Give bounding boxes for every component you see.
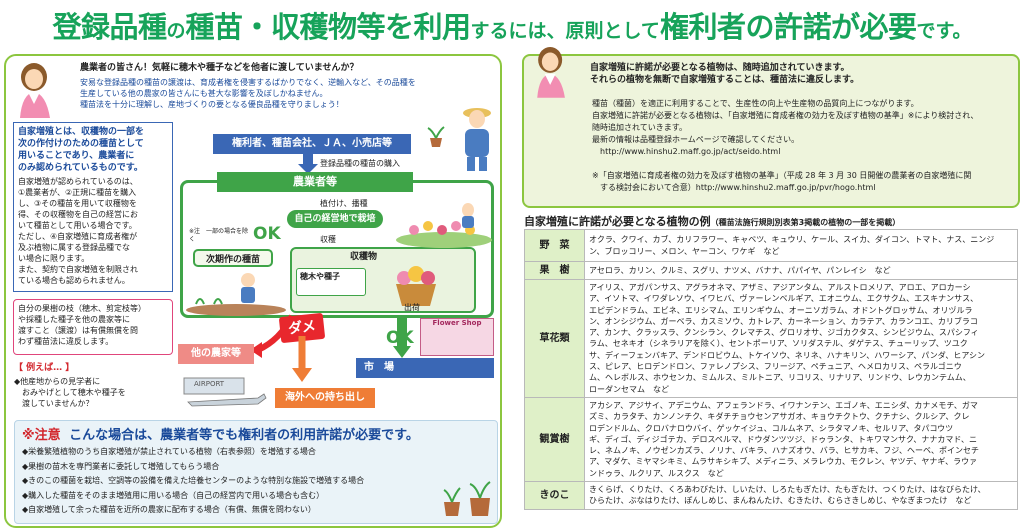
- purchase-label: 登録品種の種苗の購入: [320, 159, 400, 168]
- caution-box: [14, 420, 498, 524]
- seido-url[interactable]: http://www.hinshu2.maff.go.jp/act/seido.…: [592, 147, 781, 156]
- info-body: 種苗（種菌）を適正に利用することで、生産性の向上や生産物の品質向上につながります…: [592, 98, 1012, 158]
- farmer-illustration: [463, 108, 491, 171]
- woman-illustration: [20, 63, 50, 118]
- self-propagation-box: 自家増殖とは、収穫物の一部を 次の作付けのための種苗として 用いることであり、農…: [13, 122, 173, 292]
- category-cell: きのこ: [524, 481, 585, 510]
- page-title: 登録品種の種苗・収穫物等を利用するには、原則として権利者の許諾が必要です。: [52, 10, 972, 44]
- info-heading: 自家増殖に許諾が必要となる植物は、随時追加されていきます。 それらの植物を無断で…: [590, 63, 860, 85]
- caution-item: ◆自家増殖して余った種苗を近所の農家に配布する場合（有償、無償を問わない）: [22, 505, 316, 514]
- seller-box: 権利者、種苗会社、ＪＡ、小売店等: [213, 134, 411, 154]
- table-row: 観賞樹 アカシア、アジサイ、アデニウム、アフェランドラ、イワナンテン、エゴノキ、…: [524, 396, 1018, 483]
- example-heading: 【 例えば… 】: [14, 363, 75, 373]
- caution-list: ◆栄養繁殖植物のうち自家増殖が禁止されている植物（右表参照）を増殖する場合 ◆果…: [22, 445, 442, 518]
- next-seed-box: 次期作の種苗: [193, 249, 273, 267]
- info-footnote: ※「自家増殖に育成者権の効力を及ぼす植物の基準」（平成 28 年 3 月 30 …: [592, 170, 1012, 194]
- category-cell: 果 樹: [524, 261, 585, 280]
- plants-cell: アセロラ、カリン、クルミ、スグリ、ナツメ、バナナ、パパイヤ、パンレイシ など: [584, 261, 1018, 280]
- flower-shop-illustration: Flower Shop: [420, 318, 494, 356]
- flower-basket-icon: [396, 266, 436, 306]
- table-row: 草花類 アイリス、アガパンサス、アグラオネマ、アザミ、アジアンタム、アルストロメ…: [524, 279, 1018, 398]
- plants-cell: きくらげ、くりたけ、くろあわびたけ、しいたけ、しろたもぎたけ、たもぎたけ、つくり…: [584, 481, 1018, 510]
- category-cell: 野 菜: [524, 229, 585, 262]
- intro-heading: 農業者の皆さん！気軽に穂木や種子などを他者に渡していませんか？: [80, 63, 359, 73]
- ok-mark-1: OK: [253, 224, 281, 244]
- self-propagation-heading: 自家増殖とは、収穫物の一部を 次の作付けのための種苗として 用いることであり、農…: [18, 127, 145, 173]
- seedling-pots-icon: [443, 481, 491, 516]
- own-cultivation-box: 自己の経営地で栽培: [287, 210, 383, 228]
- plants-cell: オクラ、クワイ、カブ、カリフラワー、キャベツ、キュウリ、ケール、スイカ、ダイコン…: [584, 229, 1018, 262]
- example-text: ◆他産地からの見学者に おみやげとして穂木や種子を 渡していませんか？: [14, 377, 126, 408]
- caution-item: ◆購入した種苗をそのまま増殖用に用いる場合（自己の経営内で用いる場合も含む）: [22, 490, 325, 500]
- intro-text: 安易な登録品種の種苗の譲渡は、育成者権を侵害するばかりでなく、逆輸入など、その品…: [80, 78, 416, 109]
- caution-item: ◆きのこの種菌を栽培、空調等の設備を備えた培養センターのような特別な施設で増殖す…: [22, 476, 365, 485]
- category-cell: 草花類: [524, 279, 585, 398]
- arrow-down-icon: [298, 154, 318, 174]
- other-farmer-box: 他の農家等: [178, 344, 254, 364]
- table-row: きのこ きくらげ、くりたけ、くろあわびたけ、しいたけ、しろたもぎたけ、たもぎたけ…: [524, 481, 1018, 510]
- potted-seedling-icon: [427, 126, 445, 147]
- table-title: 自家増殖に許諾が必要となる植物の例（種苗法施行規則別表第3掲載の植物の一部を掲載…: [524, 215, 901, 228]
- hogo-url[interactable]: する検討会において合意）http://www.hinshu2.maff.go.j…: [592, 183, 876, 192]
- shipping-label: 出荷: [404, 303, 420, 312]
- harvest-box: [290, 247, 476, 313]
- plants-cell: アカシア、アジサイ、アデニウム、アフェランドラ、イワナンテン、エゴノキ、エニシダ…: [584, 396, 1018, 483]
- woman-illustration-right: [537, 47, 565, 98]
- plants-cell: アイリス、アガパンサス、アグラオネマ、アザミ、アジアンタム、アルストロメリア、ア…: [584, 279, 1018, 398]
- table-row: 果 樹 アセロラ、カリン、クルミ、スグリ、ナツメ、バナナ、パパイヤ、パンレイシ …: [524, 261, 1018, 280]
- harvest-label: 収穫: [320, 235, 336, 244]
- ok-mark-2: OK: [386, 328, 414, 348]
- plant-table: 野 菜 オクラ、クワイ、カブ、カリフラワー、キャベツ、キュウリ、ケール、スイカ、…: [524, 229, 1018, 510]
- category-cell: 観賞樹: [524, 396, 585, 483]
- flower-field-illustration: [396, 203, 492, 248]
- planting-label: 植付け、播種: [320, 199, 368, 208]
- caution-item: ◆栄養繁殖植物のうち自家増殖が禁止されている植物（右表参照）を増殖する場合: [22, 447, 316, 456]
- caution-item: ◆果樹の苗木を専門業者に委託して増殖してもらう場合: [22, 461, 220, 471]
- airport-label: AIRPORT: [194, 380, 225, 388]
- farmer-box: 農業者等: [217, 172, 413, 192]
- airport-illustration: [183, 377, 267, 407]
- table-row: 野 菜 オクラ、クワイ、カブ、カリフラワー、キャベツ、キュウリ、ケール、スイカ、…: [524, 229, 1018, 262]
- prohibited-arrows: [250, 314, 312, 382]
- exception-note: ※注 一部の場合を除く: [189, 228, 249, 243]
- note-box: 自分の果樹の枝（穂木、剪定枝等） や採種した種子を他の農家等に 渡すこと（譲渡）…: [13, 299, 173, 355]
- shipping-arrow-icon: [393, 318, 411, 358]
- market-box: 市 場: [356, 358, 494, 378]
- caution-title: ※注意 こんな場合は、農業者等でも権利者の利用許諾が必要です。: [22, 428, 419, 443]
- harvest-box-label: 収穫物: [350, 252, 378, 262]
- overseas-box: 海外への持ち出し: [275, 388, 375, 408]
- sowing-farmers-illustration: [186, 273, 286, 316]
- scions-label: 穂木や種子: [296, 268, 366, 296]
- info-panel: [522, 54, 1020, 208]
- self-propagation-text: 自家増殖が認められているのは、 ①農業者が、②正規に種苗を購入 し、③その種苗を…: [18, 177, 138, 285]
